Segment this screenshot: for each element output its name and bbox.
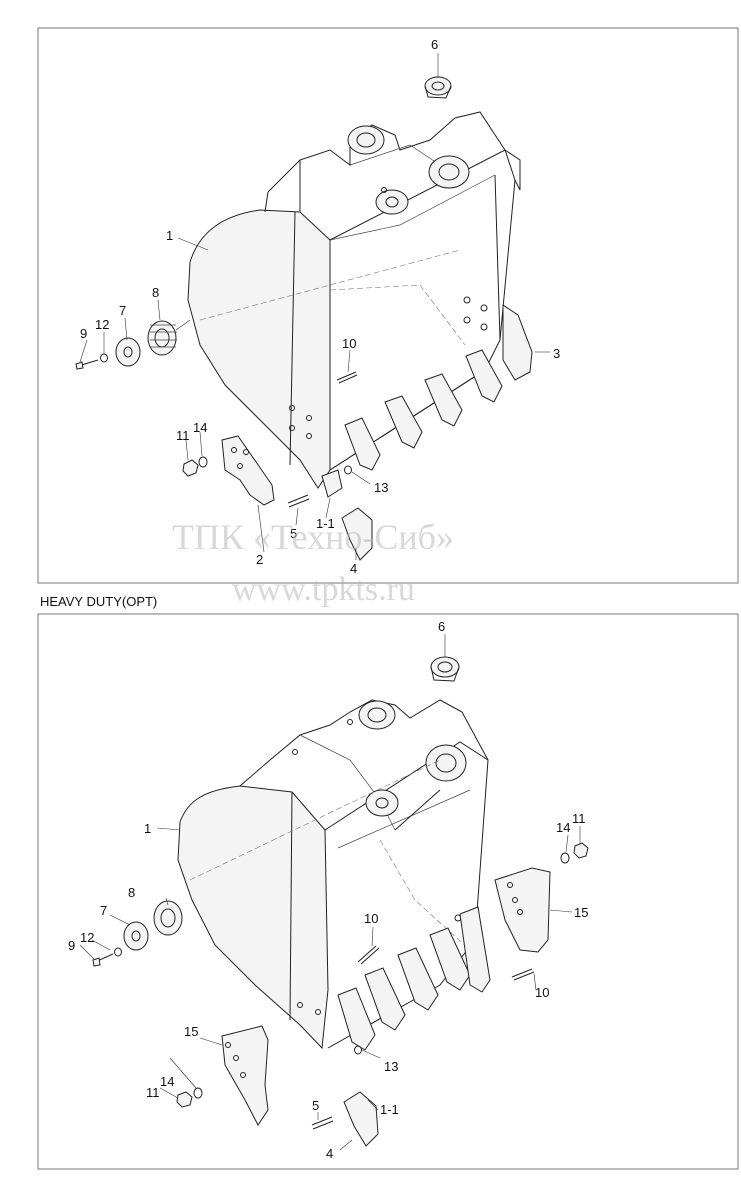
shim-assembly-top [75,319,191,370]
part-labels-bottom: 6 1 8 7 12 9 10 14 11 15 10 15 11 14 13 … [68,619,588,1161]
label-10: 10 [342,336,356,351]
label-7: 7 [119,303,126,318]
label-7: 7 [100,903,107,918]
bushing-top [424,76,452,99]
shim-assembly-bottom [92,900,183,967]
label-1: 1 [144,821,151,836]
bolt-bottom-lower [511,968,535,981]
label-10-lower: 10 [535,985,549,1000]
label-10-upper: 10 [364,911,378,926]
bucket-body-top [187,111,533,498]
leader-lines-top [79,53,550,560]
pin-top [287,494,310,508]
label-8: 8 [152,285,159,300]
bucket-body-bottom [177,699,491,1051]
label-2: 2 [256,552,263,567]
top-panel-frame [37,27,739,584]
label-11-left: 11 [146,1085,160,1100]
label-3: 3 [553,346,560,361]
label-12: 12 [95,317,109,332]
label-6: 6 [431,37,438,52]
label-9: 9 [68,938,75,953]
watermark-url: www.tpkts.ru [232,571,415,608]
bushing-bottom [430,656,460,682]
bottom-panel-frame [37,613,739,1170]
label-4: 4 [350,561,357,576]
label-1-1: 1-1 [316,516,335,531]
label-8: 8 [128,885,135,900]
top-panel: 6 1 3 10 8 7 12 9 11 14 13 5 1-1 2 4 [37,27,739,584]
label-14-left: 14 [160,1074,174,1089]
watermark: ТПК «Техно-Сиб» www.tpkts.ru [172,517,454,608]
nut-left [176,1091,193,1108]
watermark-company: ТПК «Техно-Сиб» [172,517,454,557]
label-1: 1 [166,228,173,243]
label-9: 9 [80,326,87,341]
nut-washer-top [182,456,208,477]
leader-lines-bottom [79,634,581,1151]
section-caption: HEAVY DUTY(OPT) [40,594,157,609]
label-6: 6 [438,619,445,634]
label-14: 14 [193,420,207,435]
nut-right [573,842,589,859]
bottom-panel: 6 1 8 7 12 9 10 14 11 15 10 15 11 14 13 … [37,613,739,1170]
label-13: 13 [384,1059,398,1074]
tooth-bottom [343,1091,379,1147]
side-cutter-right [494,867,551,953]
bolt-top [336,371,358,384]
label-11: 11 [176,428,190,443]
pin-bottom [311,1116,334,1130]
label-12: 12 [80,930,94,945]
wear-plate-top [221,435,275,506]
label-15-right: 15 [574,905,588,920]
part-labels-top: 6 1 3 10 8 7 12 9 11 14 13 5 1-1 2 4 [80,37,560,576]
label-4: 4 [326,1146,333,1161]
bucket-teeth-top [321,349,503,498]
tooth-top [341,507,373,561]
label-5: 5 [290,526,297,541]
label-11-right: 11 [572,811,586,826]
label-5: 5 [312,1098,319,1113]
label-15-left: 15 [184,1024,198,1039]
bucket-teeth-bottom [337,906,491,1051]
label-1-1: 1-1 [380,1102,399,1117]
label-14-right: 14 [556,820,570,835]
side-cutter-top [502,304,533,381]
bolt-bottom-upper [357,945,380,965]
label-13: 13 [374,480,388,495]
